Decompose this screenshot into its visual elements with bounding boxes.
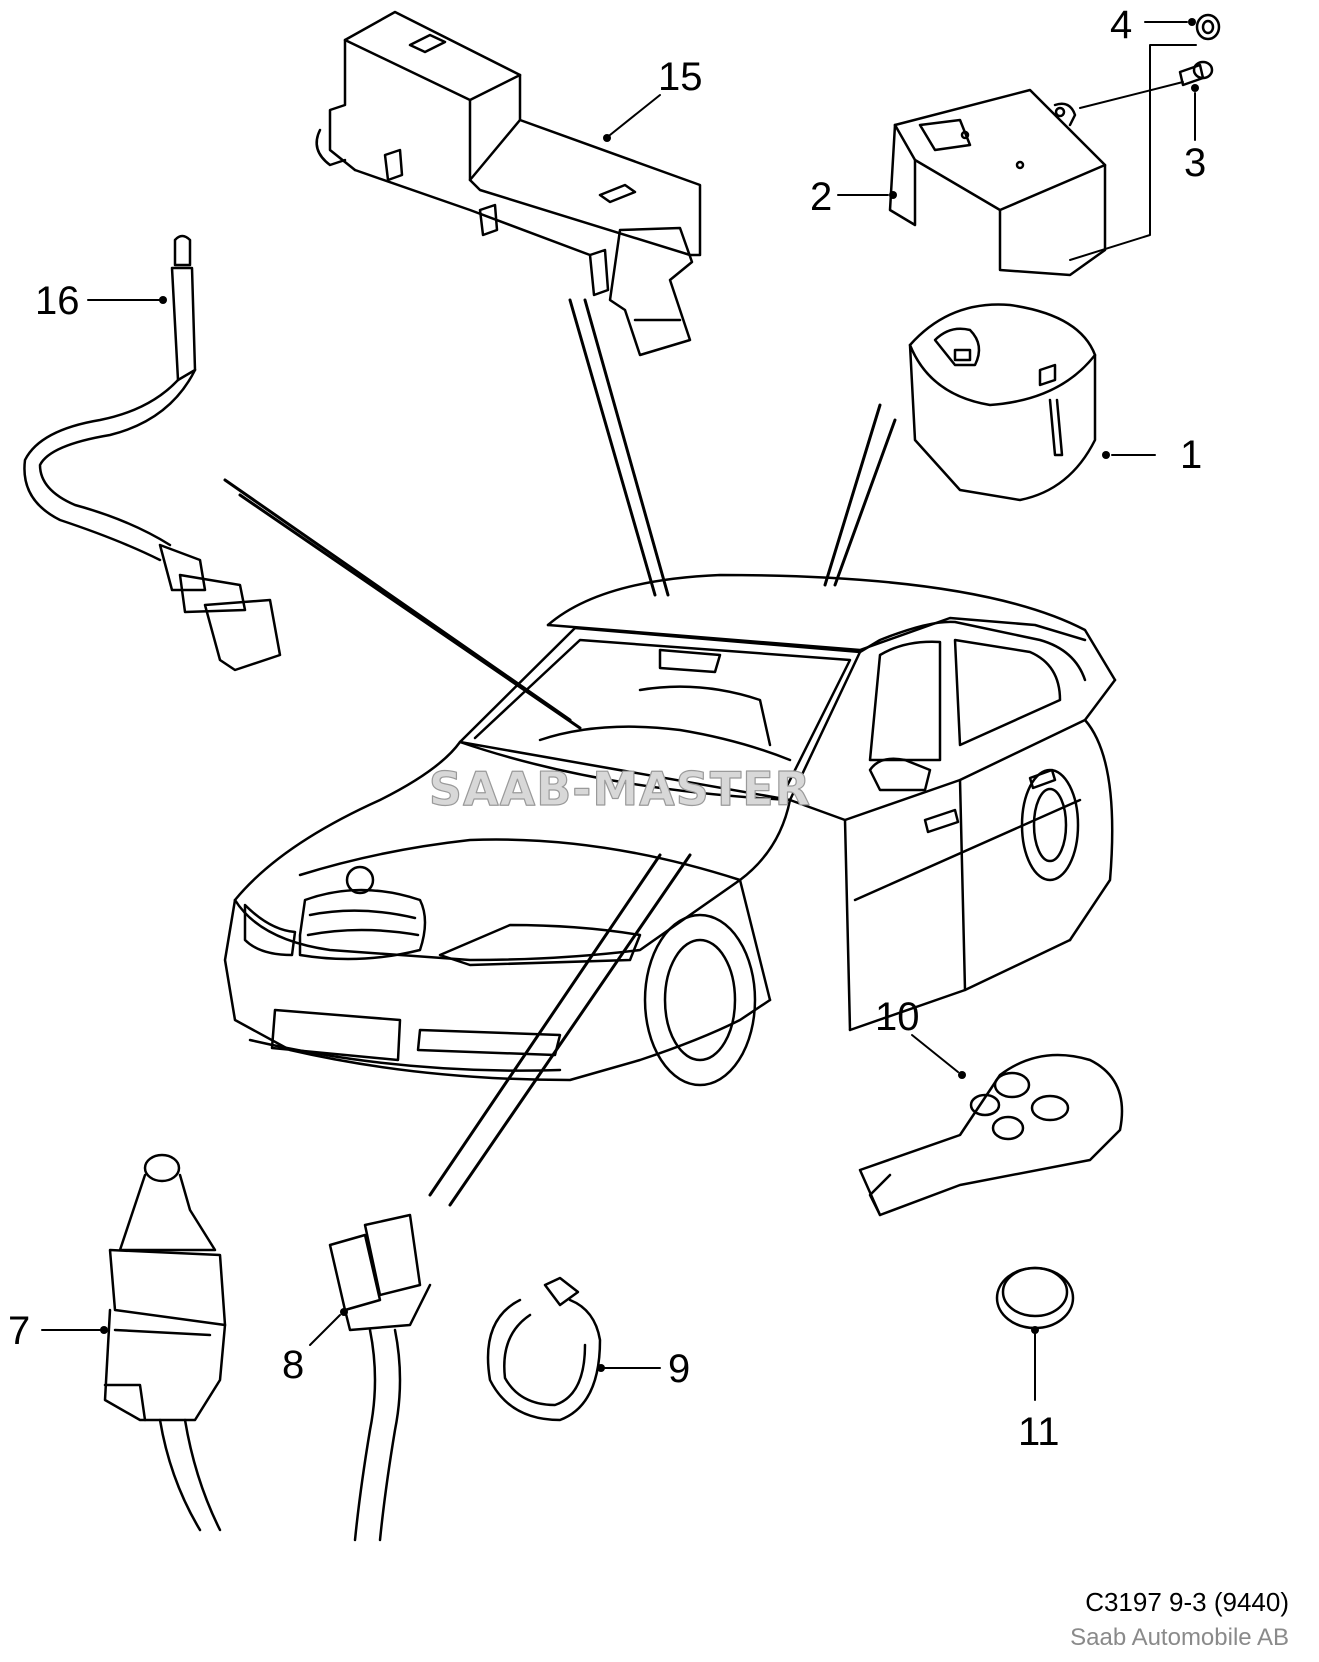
watermark-text: SAAB-MASTER [429, 762, 811, 816]
callout-1: 1 [1180, 433, 1202, 477]
callout-3: 3 [1184, 141, 1206, 185]
part-16-led-harness [23, 234, 282, 672]
part-8-connector [328, 1213, 432, 1542]
callout-9: 9 [668, 1347, 690, 1391]
part-11-coin-battery [995, 1266, 1075, 1330]
car-illustration: SAAB-MASTER [223, 573, 1117, 1087]
callout-2: 2 [810, 175, 832, 219]
part-10-key-fob [858, 1053, 1124, 1217]
part-1-siren-battery [908, 303, 1097, 502]
callout-15: 15 [658, 55, 703, 99]
part-4-nut [1195, 13, 1221, 41]
callout-7: 7 [8, 1309, 30, 1353]
company-credit: Saab Automobile AB [1070, 1624, 1289, 1651]
callout-4: 4 [1110, 3, 1132, 47]
part-3-screw [1178, 60, 1214, 87]
callout-10: 10 [875, 995, 920, 1039]
callout-16: 16 [35, 279, 80, 323]
callout-11: 11 [1018, 1410, 1060, 1454]
part-15-control-module [315, 10, 702, 357]
part-9-cable-tie [486, 1276, 602, 1422]
part-2-bracket [888, 88, 1107, 277]
callout-8: 8 [282, 1343, 304, 1387]
diagram-code: C3197 9-3 (9440) [1085, 1587, 1289, 1617]
part-7-hood-switch [103, 1153, 227, 1532]
